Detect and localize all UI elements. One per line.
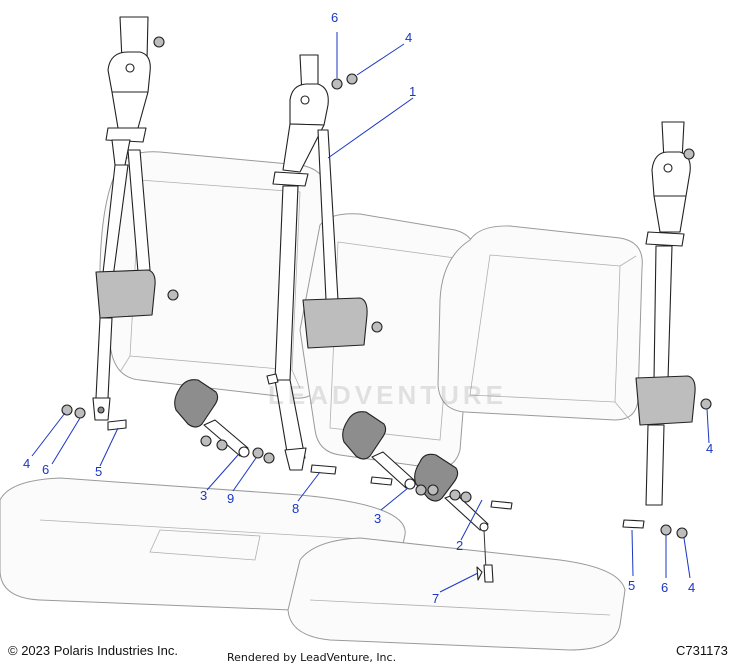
watermark: LEADVENTURE xyxy=(268,380,508,410)
seat-belt-left xyxy=(92,16,156,421)
callout-4: 4 xyxy=(688,580,695,595)
callout-5: 5 xyxy=(95,464,102,479)
seat-back-middle xyxy=(299,213,476,469)
rendered-by-text: Rendered by LeadVenture, Inc. xyxy=(227,651,397,664)
buckle-middle xyxy=(342,411,416,490)
callout-7: 7 xyxy=(432,591,439,606)
callout-1: 1 xyxy=(409,84,416,99)
callout-5: 5 xyxy=(628,578,635,593)
callout-6: 6 xyxy=(42,462,49,477)
seat-belt-right xyxy=(635,121,696,506)
callout-4: 4 xyxy=(23,456,30,471)
hardware xyxy=(61,36,712,583)
seat-bottom-right xyxy=(287,537,626,651)
callout-6: 6 xyxy=(331,10,338,25)
callout-labels: 1 2 3 3 4 4 4 4 5 5 6 6 6 7 8 9 xyxy=(23,10,713,606)
callout-2: 2 xyxy=(456,538,463,553)
callout-4: 4 xyxy=(706,441,713,456)
callout-9: 9 xyxy=(227,491,234,506)
seat-back-left xyxy=(99,151,329,399)
callout-4: 4 xyxy=(405,30,412,45)
seat-belt-middle xyxy=(272,54,368,471)
callout-3: 3 xyxy=(200,488,207,503)
document-number: C731173 xyxy=(676,643,728,658)
seat-back-right xyxy=(437,225,643,421)
callout-8: 8 xyxy=(292,501,299,516)
callout-3: 3 xyxy=(374,511,381,526)
callout-6: 6 xyxy=(661,580,668,595)
buckle-left xyxy=(174,379,250,458)
copyright-text: © 2023 Polaris Industries Inc. xyxy=(8,643,178,658)
leader-lines xyxy=(31,32,710,593)
